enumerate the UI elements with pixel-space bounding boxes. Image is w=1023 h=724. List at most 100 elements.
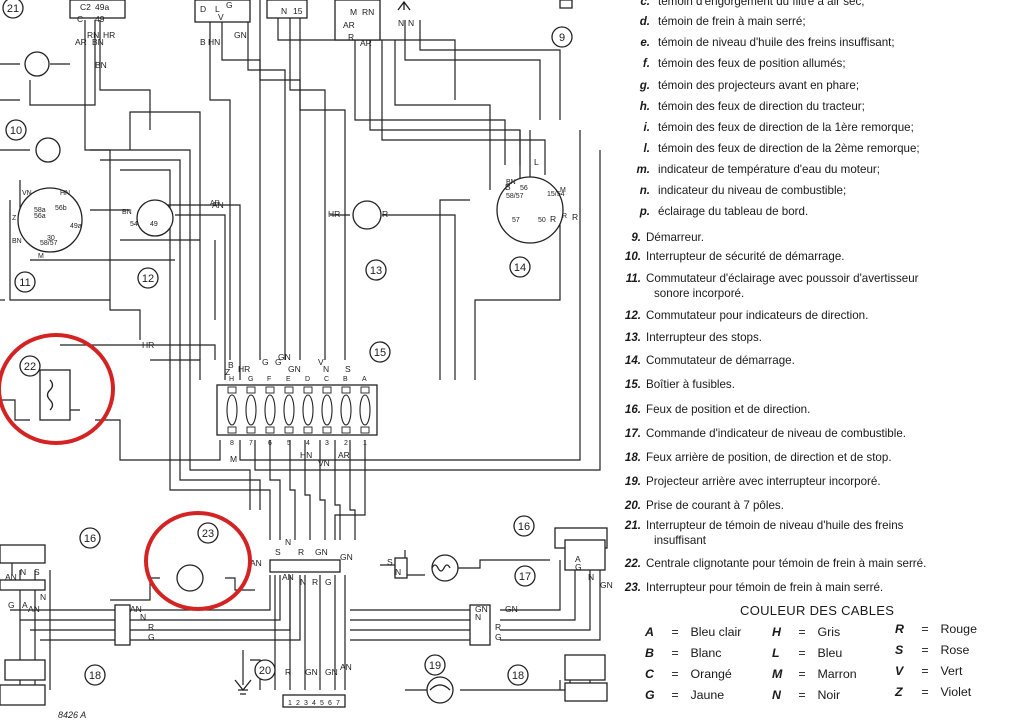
cable-code: G [645, 688, 655, 702]
fuse-clip [341, 386, 351, 394]
wire-path [239, 130, 581, 461]
wire-tag: AN [130, 604, 142, 614]
legend-lettered-item: i.témoin des feux de direction de la 1èr… [628, 122, 914, 134]
fuse-clip [265, 426, 275, 434]
switch-10-symbol [35, 137, 61, 163]
component-label-15: 15 [374, 347, 386, 359]
cable-color-entry: H= Gris [772, 625, 840, 639]
component-label-circle [197, 522, 219, 544]
legend-text: témoin d'engorgement du filtre à air sec… [658, 0, 865, 8]
connector-block-18r-symbol [564, 654, 606, 681]
equals-sign: = [798, 646, 806, 660]
legend-text: Projecteur arrière avec interrupteur inc… [646, 475, 881, 488]
legend-key: 19. [624, 475, 641, 488]
cable-code: C [645, 667, 654, 681]
switch-terminal-tag: 49a [70, 223, 82, 230]
legend-text: témoin de niveau d'huile des freins insu… [658, 36, 895, 49]
equals-sign: = [798, 625, 806, 639]
legend-numbered-item: 14.Commutateur de démarrage. [623, 355, 795, 367]
switch-terminal-tag: 54 [130, 221, 138, 228]
connector-block-left-symbol [114, 604, 131, 646]
equals-sign: = [921, 664, 929, 678]
wire-path [404, 20, 541, 120]
legend-key: i. [643, 121, 650, 134]
fuse [264, 394, 276, 426]
fuse-clip [341, 426, 351, 434]
cable-code: Z [895, 685, 903, 699]
wire-tag: V [318, 357, 324, 367]
wire-tag: AN [212, 200, 224, 210]
switch-terminal-tag: AR [210, 200, 220, 207]
wire-tag: R [298, 547, 304, 557]
wire-tag: HN [300, 450, 312, 460]
wire-tag: S [387, 557, 393, 567]
wire-tag: B [505, 182, 511, 192]
wire-tag-top: R [348, 32, 354, 42]
cable-code: A [645, 625, 654, 639]
legend-numbered-item: 22.Centrale clignotante pour témoin de f… [623, 558, 926, 570]
wire-tag: N [285, 537, 291, 547]
fuse [283, 394, 295, 426]
wire-path [60, 344, 216, 360]
fuse-clip [303, 386, 313, 394]
legend-numbered-item: 13.Interrupteur des stops. [623, 332, 762, 344]
legend-text: Boîtier à fusibles. [646, 378, 735, 391]
top-connector-b-symbol [194, 0, 251, 23]
wire-tag: B [228, 360, 234, 370]
cable-color-entry: Z= Violet [895, 685, 971, 699]
switch-terminal-tag: R [562, 213, 567, 220]
legend-text: Commutateur pour indicateurs de directio… [646, 309, 869, 322]
socket-20-symbol [282, 694, 346, 708]
legend-lettered-item: h.témoin des feux de direction du tracte… [628, 101, 865, 113]
socket-pin-number: 4 [312, 700, 316, 707]
wire-tag: GN [278, 352, 291, 362]
wire-tag-top: HN [208, 37, 220, 47]
equals-sign: = [671, 625, 679, 639]
component-label-11: 11 [19, 277, 30, 289]
wire-path [350, 609, 470, 641]
wire-path [250, 659, 261, 690]
wire-tag: S [275, 547, 281, 557]
wire-path [90, 149, 251, 510]
connector-block-center-symbol [269, 559, 341, 573]
legend-lettered-item: p.éclairage du tableau de bord. [628, 206, 809, 218]
wire-tag: N [323, 364, 329, 374]
cable-colors-title: COULEUR DES CABLES [740, 603, 895, 618]
wire-tag-top: N [281, 6, 287, 16]
resistor-coil [431, 564, 451, 572]
fuse-top-label: D [305, 376, 310, 383]
fuse-clip [360, 426, 370, 434]
top-connector-d-symbol [266, 0, 308, 19]
wire-path [289, 0, 326, 360]
component-label-9: 9 [559, 32, 565, 44]
wire-path [165, 204, 241, 380]
cable-color-name: Gris [814, 625, 841, 639]
component-label-16b: 16 [518, 521, 530, 533]
wire-tag: S [345, 364, 351, 374]
socket-pin-number: 5 [320, 700, 324, 707]
fuse [226, 394, 238, 426]
fuse-clip [265, 386, 275, 394]
cable-color-entry: R= Rouge [895, 622, 977, 636]
component-label-18a: 18 [89, 670, 101, 682]
wire-tag: AN [28, 604, 40, 614]
stop-switch-13-symbol [352, 200, 382, 230]
cable-color-entry: N= Noir [772, 688, 840, 702]
component-label-circle [14, 271, 36, 293]
component-label-circle [84, 664, 106, 686]
equals-sign: = [671, 667, 679, 681]
wire-path [269, 440, 281, 540]
wire-tag-top: G [226, 0, 233, 10]
wire-path [394, 40, 491, 190]
connector-block-16r-symbol [564, 539, 606, 571]
wire-path [99, 20, 151, 130]
fuse-top-label: H [229, 376, 234, 383]
cable-code: M [772, 667, 783, 681]
switch-terminal-tag: 50 [538, 217, 546, 224]
switch-terminal-tag: 15/54 [547, 191, 565, 198]
legend-numbered-item: 21.Interrupteur de témoin de niveau d'hu… [623, 520, 904, 532]
wire-path [334, 440, 366, 540]
legend-key: n. [639, 184, 650, 197]
